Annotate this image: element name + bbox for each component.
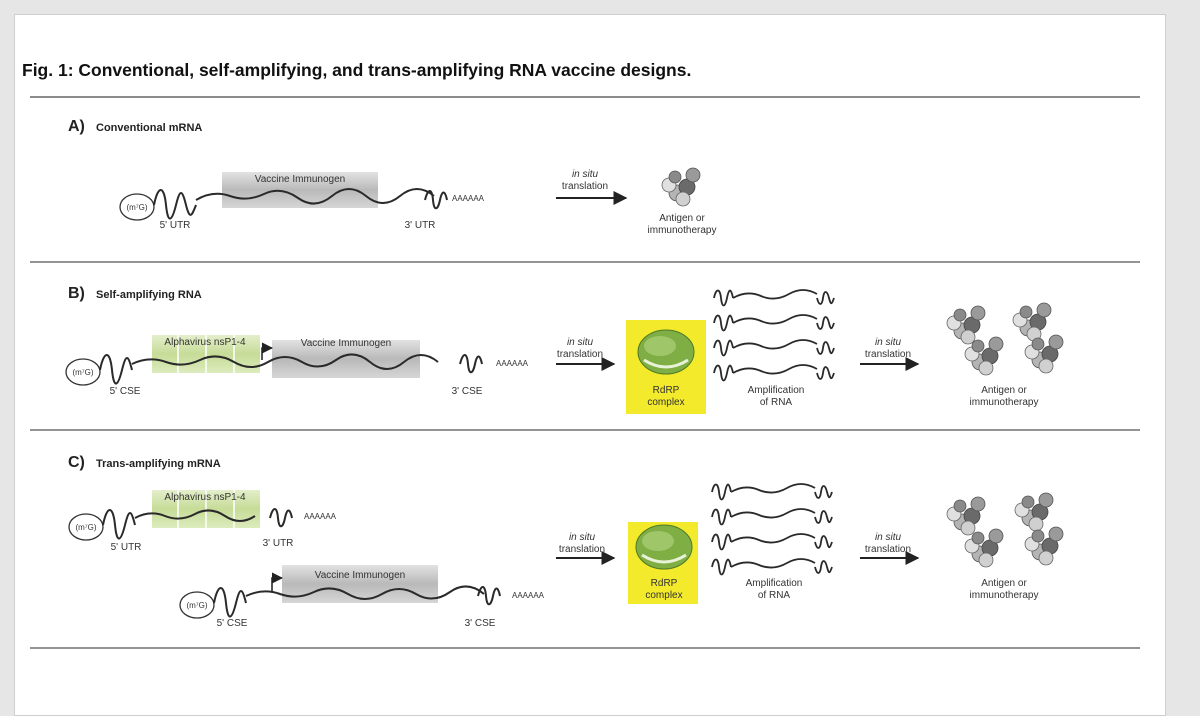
- amplification-line2: of RNA: [758, 590, 791, 601]
- panel-a-letter: A): [68, 118, 85, 135]
- antigen-icon: [1024, 334, 1064, 374]
- amplified-rna-strand-icon: [711, 483, 833, 501]
- arrow1-insitu-label: in situ: [567, 337, 594, 348]
- cse5-label: 5' CSE: [110, 386, 141, 397]
- polya-label: AAAAAA: [452, 194, 485, 203]
- cse3-label: 3' CSE: [452, 386, 483, 397]
- amplification-line1: Amplification: [748, 385, 805, 396]
- result-line2: immunotherapy: [970, 397, 1039, 408]
- amplified-rna-strand-icon: [713, 289, 835, 307]
- utr5-label: 5' UTR: [160, 220, 191, 231]
- rdrp-complex-icon: [634, 523, 694, 571]
- amplification-line1: Amplification: [746, 578, 803, 589]
- result-line2: immunotherapy: [970, 590, 1039, 601]
- replicase-label: Alphavirus nsP1-4: [164, 492, 246, 503]
- arrow1-translation-label: translation: [557, 349, 603, 360]
- amplified-rna-strand-icon: [711, 533, 833, 551]
- utr5-label: 5' UTR: [111, 542, 142, 553]
- rna-vaccine-diagram: A) Conventional mRNA (m⁷G) Vaccine Immun…: [30, 96, 1140, 649]
- polya-label-2: AAAAAA: [512, 591, 545, 600]
- utr3-label: 3' UTR: [405, 220, 436, 231]
- amplified-rna-strand-icon: [713, 339, 835, 357]
- amplified-rna-strand-icon: [711, 558, 833, 576]
- immunogen-label: Vaccine Immunogen: [255, 174, 345, 185]
- result-line2: immunotherapy: [648, 225, 717, 236]
- figure-title: Fig. 1: Conventional, self-amplifying, a…: [22, 60, 692, 80]
- arrow2-translation-label: translation: [865, 544, 911, 555]
- panel-a: A) Conventional mRNA (m⁷G) Vaccine Immun…: [68, 118, 716, 236]
- result-line1: Antigen or: [981, 578, 1027, 589]
- antigen-icon: [1012, 302, 1052, 342]
- polya-label: AAAAAA: [304, 512, 337, 521]
- cse3-label: 3' CSE: [465, 618, 496, 629]
- rdrp-label-line2: complex: [645, 590, 682, 601]
- rdrp-label-line1: RdRP: [653, 385, 680, 396]
- antigen-icon: [946, 496, 986, 536]
- amplification-line2: of RNA: [760, 397, 793, 408]
- result-line1: Antigen or: [981, 385, 1027, 396]
- arrow2-translation-label: translation: [865, 349, 911, 360]
- polya-label: AAAAAA: [496, 359, 529, 368]
- rdrp-label-line2: complex: [647, 397, 684, 408]
- cap-m7g-icon: [65, 358, 101, 386]
- amplified-rna-strand-icon: [711, 508, 833, 526]
- result-line1: Antigen or: [659, 213, 705, 224]
- cap-m7g-icon: [119, 193, 155, 221]
- panel-a-title: Conventional mRNA: [96, 122, 202, 134]
- panel-b-letter: B): [68, 285, 85, 302]
- cse5-label: 5' CSE: [217, 618, 248, 629]
- antigen-icon: [946, 305, 986, 345]
- cap-m7g-icon: [179, 591, 215, 619]
- cap-label: (m⁷G): [75, 523, 96, 532]
- cap-label: (m⁷G): [72, 368, 93, 377]
- antigen-icon: [661, 167, 701, 207]
- utr3-label: 3' UTR: [263, 538, 294, 549]
- immunogen-label: Vaccine Immunogen: [301, 338, 391, 349]
- arrow2-insitu-label: in situ: [875, 532, 902, 543]
- arrow1-insitu-label: in situ: [569, 532, 596, 543]
- promoter-arrow: [271, 572, 284, 592]
- rdrp-label-line1: RdRP: [651, 578, 678, 589]
- cap-label-2: (m⁷G): [186, 601, 207, 610]
- arrow-insitu-label: in situ: [572, 169, 599, 180]
- arrow1-translation-label: translation: [559, 544, 605, 555]
- rdrp-complex-icon: [636, 328, 696, 376]
- promoter-arrow: [261, 342, 274, 360]
- cap-m7g-icon: [68, 513, 104, 541]
- panel-c: C) Trans-amplifying mRNA (m⁷G) Alphaviru…: [68, 454, 1064, 629]
- antigen-icon: [1014, 492, 1054, 532]
- arrow-translation-label: translation: [562, 181, 608, 192]
- panel-b: B) Self-amplifying RNA (m⁷G) Alphavirus …: [65, 285, 1064, 414]
- panel-b-title: Self-amplifying RNA: [96, 289, 202, 301]
- cap-label: (m⁷G): [126, 203, 147, 212]
- panel-c-letter: C): [68, 454, 85, 471]
- replicase-label: Alphavirus nsP1-4: [164, 337, 246, 348]
- antigen-icon: [1024, 526, 1064, 566]
- immunogen-box: [282, 565, 438, 603]
- arrow2-insitu-label: in situ: [875, 337, 902, 348]
- immunogen-label: Vaccine Immunogen: [315, 570, 405, 581]
- amplified-rna-strand-icon: [713, 314, 835, 332]
- amplified-rna-strand-icon: [713, 364, 835, 382]
- panel-c-title: Trans-amplifying mRNA: [96, 458, 221, 470]
